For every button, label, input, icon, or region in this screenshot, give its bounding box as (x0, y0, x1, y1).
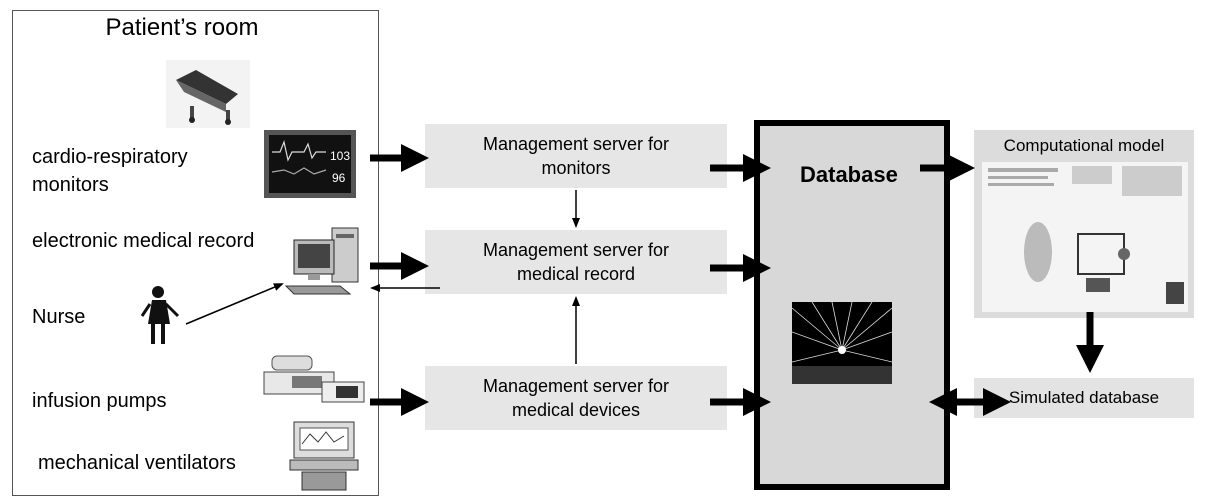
ventilator-icon (289, 421, 359, 491)
monitors-label-line1: cardio-respiratory (32, 146, 188, 168)
record-server-line1: Management server for (482, 240, 670, 260)
computational-model-box: Computational model (974, 130, 1194, 318)
monitor-readout-2: 96 (332, 171, 346, 185)
devices-server-box: Management server for medical devices (425, 366, 727, 430)
computational-model-title: Computational model (1003, 136, 1165, 155)
infusion-pump-icon (263, 355, 365, 403)
devices-server-line1: Management server for (482, 376, 670, 396)
monitor-readout-1: 103 (330, 149, 350, 163)
nurse-icon (140, 286, 180, 344)
monitors-server-line1: Management server for (482, 134, 670, 154)
patient-monitor-icon: 103 96 (264, 130, 356, 198)
computer-icon (284, 227, 359, 295)
record-server-line2: medical record (516, 264, 636, 284)
emr-label: electronic medical record (32, 230, 255, 252)
patient-room-title: Patient’s room (105, 14, 259, 41)
database-box: Database (754, 120, 950, 490)
devices-server-line2: medical devices (511, 400, 641, 420)
nurse-label: Nurse (32, 306, 86, 328)
arrow-nurse-to-computer (185, 283, 284, 325)
database-visual-icon (792, 302, 892, 384)
monitors-label-line2: monitors (32, 174, 109, 196)
monitors-server-box: Management server for monitors (425, 124, 727, 188)
record-server-box: Management server for medical record (425, 230, 727, 294)
monitors-server-line2: monitors (541, 158, 611, 178)
ventilators-label: mechanical ventilators (38, 452, 236, 474)
model-screenshot-icon (982, 162, 1188, 312)
hospital-bed-icon (166, 60, 250, 128)
database-title: Database (800, 162, 898, 187)
infusion-label: infusion pumps (32, 390, 167, 412)
simulated-database-title: Simulated database (1008, 388, 1160, 407)
